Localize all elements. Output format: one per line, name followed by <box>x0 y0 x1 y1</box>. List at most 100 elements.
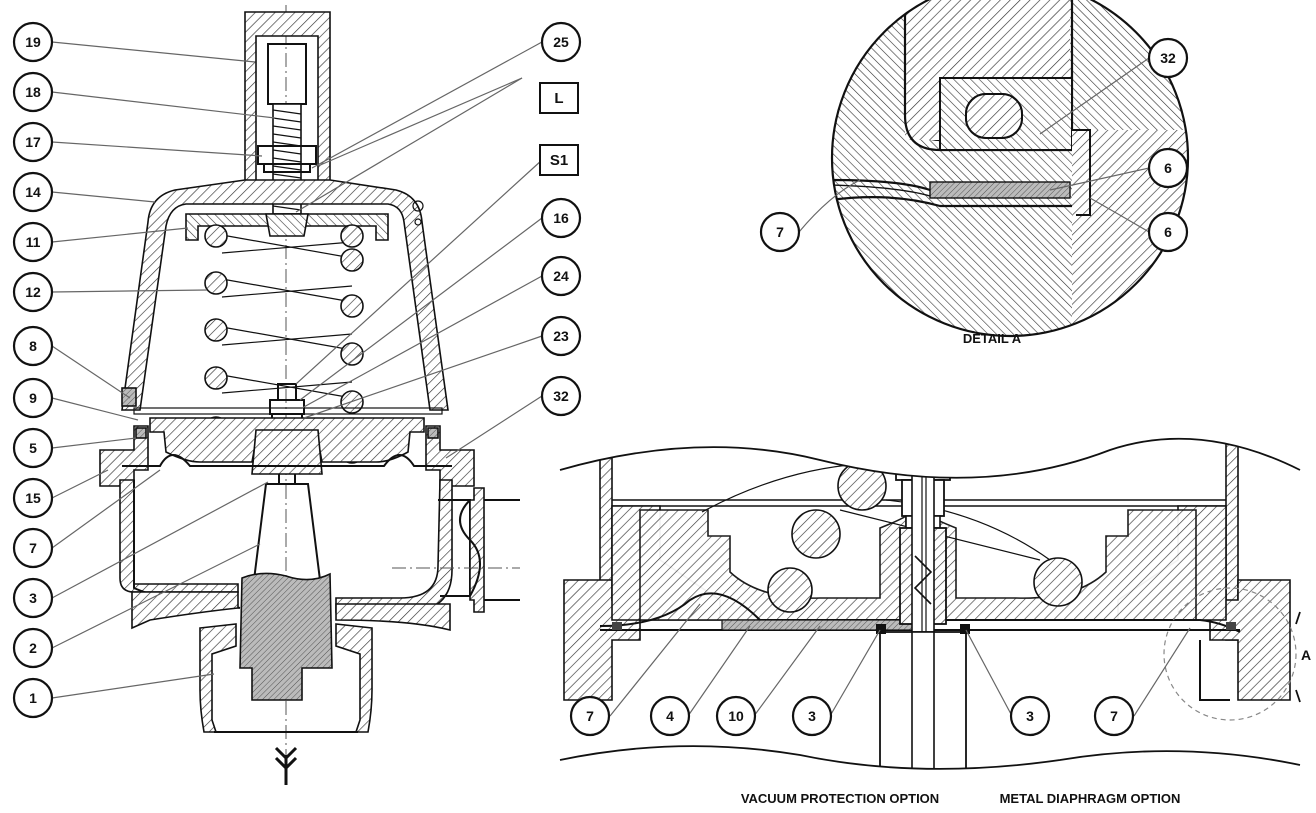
svg-text:24: 24 <box>553 268 569 284</box>
flow-arrow-icon <box>274 746 298 785</box>
stem-nut <box>269 399 305 415</box>
washer <box>263 163 311 173</box>
detail-a-marker-circle <box>1163 587 1297 721</box>
caption-metal-diaphragm: METAL DIAPHRAGM OPTION <box>1000 791 1181 806</box>
callout-23: 23 <box>540 315 582 357</box>
break-line-top <box>559 437 1301 479</box>
lower-section-view: A <box>559 437 1311 770</box>
callout-detail-7: 7 <box>759 211 801 253</box>
vent-hole-small <box>414 218 422 226</box>
lower-callouts: 7 4 10 3 3 7 <box>569 695 1135 737</box>
detail-circle <box>830 0 1190 338</box>
callout-lower-3b: 3 <box>1009 695 1051 737</box>
callouts-left: 19 18 17 14 11 12 8 9 5 15 7 3 2 1 <box>12 21 54 719</box>
svg-text:32: 32 <box>1160 50 1176 66</box>
callout-detail-32: 32 <box>1147 37 1189 79</box>
detail-a-marker-ticks <box>1295 611 1301 703</box>
body-right-wall <box>335 479 453 613</box>
callout-11: 11 <box>12 221 54 263</box>
callout-17: 17 <box>12 121 54 163</box>
box-label-l: L <box>539 82 579 114</box>
svg-text:6: 6 <box>1164 160 1172 176</box>
svg-text:L: L <box>554 90 563 107</box>
lower-leaders <box>609 603 1191 717</box>
callout-7: 7 <box>12 527 54 569</box>
box-label-s1: S1 <box>539 144 579 176</box>
svg-text:32: 32 <box>553 388 569 404</box>
svg-text:17: 17 <box>25 134 41 150</box>
main-leaders <box>51 41 543 699</box>
svg-text:15: 15 <box>25 490 41 506</box>
svg-text:16: 16 <box>553 210 569 226</box>
svg-text:3: 3 <box>1026 708 1034 724</box>
detail-a-title: DETAIL A <box>963 331 1022 346</box>
svg-text:11: 11 <box>26 234 41 250</box>
detail-a-marker-label: A <box>1301 647 1311 663</box>
callout-5: 5 <box>12 427 54 469</box>
svg-text:7: 7 <box>776 224 784 240</box>
seat-right <box>335 623 373 733</box>
callout-16: 16 <box>540 197 582 239</box>
oring-left <box>135 427 147 439</box>
callout-9: 9 <box>12 377 54 419</box>
valve-stem <box>252 483 322 581</box>
spring-plate-boss <box>265 213 309 237</box>
screw-head <box>267 43 307 105</box>
main-valve-view <box>99 5 520 785</box>
seat-left <box>199 623 237 733</box>
svg-text:14: 14 <box>25 184 41 200</box>
svg-text:9: 9 <box>29 390 37 406</box>
svg-text:S1: S1 <box>550 152 568 169</box>
callout-lower-7b: 7 <box>1093 695 1135 737</box>
svg-text:25: 25 <box>553 34 569 50</box>
callout-14: 14 <box>12 171 54 213</box>
callout-12: 12 <box>12 271 54 313</box>
oring-right <box>427 427 439 439</box>
vent-hole <box>412 200 424 212</box>
caption-vacuum-protection: VACUUM PROTECTION OPTION <box>741 791 939 806</box>
callout-lower-4: 4 <box>649 695 691 737</box>
clamp-left <box>99 425 149 487</box>
callout-lower-7a: 7 <box>569 695 611 737</box>
callouts-right: 25 L S1 16 24 23 32 <box>539 21 582 417</box>
callout-24: 24 <box>540 255 582 297</box>
spring-plate <box>185 213 389 241</box>
detail-callouts: 32 6 6 7 <box>759 37 1189 253</box>
svg-text:2: 2 <box>29 640 37 656</box>
callout-32: 32 <box>540 375 582 417</box>
callout-25: 25 <box>540 21 582 63</box>
body-bottom-right <box>335 603 451 632</box>
svg-text:7: 7 <box>586 708 594 724</box>
callout-15: 15 <box>12 477 54 519</box>
callout-2: 2 <box>12 627 54 669</box>
svg-text:18: 18 <box>25 84 41 100</box>
callout-19: 19 <box>12 21 54 63</box>
callout-lower-3a: 3 <box>791 695 833 737</box>
callout-detail-6b: 6 <box>1147 211 1189 253</box>
svg-text:23: 23 <box>553 328 569 344</box>
svg-text:6: 6 <box>1164 224 1172 240</box>
svg-text:3: 3 <box>808 708 816 724</box>
side-outlet <box>392 487 520 613</box>
body-left-wall <box>119 479 239 593</box>
svg-text:5: 5 <box>29 440 37 456</box>
diaphragm-hub <box>251 429 323 475</box>
break-line-bottom <box>559 745 1301 770</box>
svg-text:7: 7 <box>29 540 37 556</box>
detail-leaders <box>798 57 1150 233</box>
svg-text:7: 7 <box>1110 708 1118 724</box>
callout-8: 8 <box>12 325 54 367</box>
svg-text:19: 19 <box>25 34 41 50</box>
svg-text:10: 10 <box>728 708 744 724</box>
svg-text:4: 4 <box>666 708 674 724</box>
callout-3: 3 <box>12 577 54 619</box>
callout-18: 18 <box>12 71 54 113</box>
svg-text:1: 1 <box>29 690 37 706</box>
diaphragm <box>122 454 452 467</box>
callout-detail-6a: 6 <box>1147 147 1189 189</box>
body-bottom-left <box>131 591 239 630</box>
bonnet <box>121 179 449 411</box>
svg-text:8: 8 <box>29 338 37 354</box>
